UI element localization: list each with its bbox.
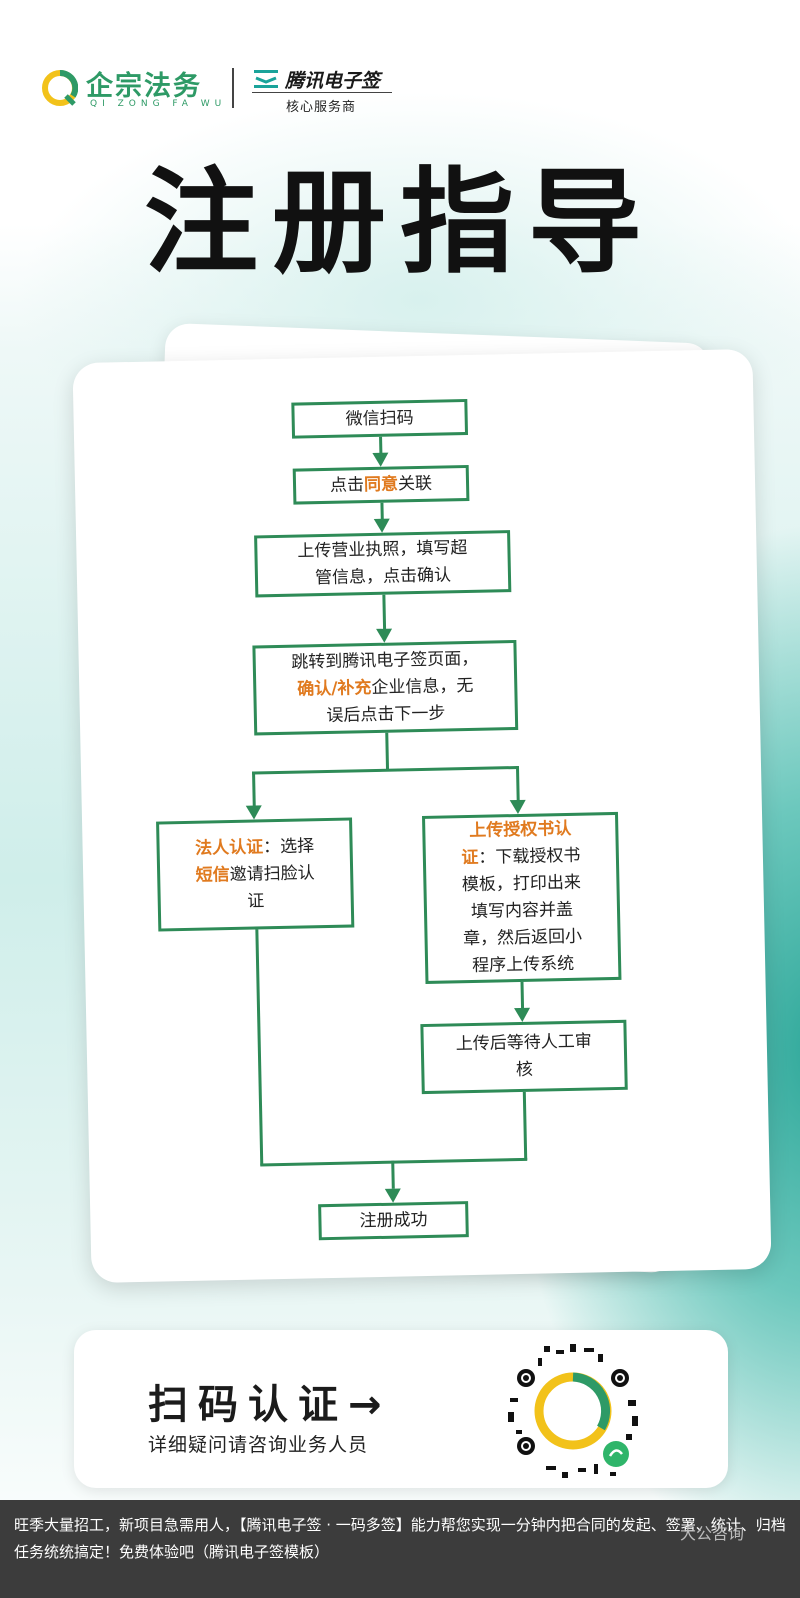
connector-line bbox=[252, 771, 256, 808]
scan-title: 扫码认证→ bbox=[148, 1382, 392, 1428]
scan-subtitle: 详细疑问请咨询业务人员 bbox=[148, 1434, 369, 1456]
step-upload-authorization: 上传授权书认 证：下载授权书 模板，打印出来 填写内容并盖 章，然后返回小 程序… bbox=[422, 811, 622, 984]
connector-arrow bbox=[384, 1188, 402, 1203]
step-agree-text: 点击 bbox=[329, 474, 365, 496]
connector-arrow bbox=[245, 805, 263, 820]
step-legal-person-auth: 法人认证：选择 短信邀请扫脸认 证 bbox=[156, 817, 355, 932]
step-register-success: 注册成功 bbox=[318, 1201, 469, 1241]
auth-letter-highlight: 上传授权书认 bbox=[469, 818, 572, 842]
step-agree-link: 点击同意关联 bbox=[292, 464, 470, 505]
step-jump-line2: 企业信息，无 bbox=[371, 675, 474, 698]
legal-auth-highlight: 法人认证 bbox=[194, 836, 264, 859]
step-agree-highlight: 同意 bbox=[363, 473, 399, 495]
brand-pinyin: QI ZONG FA WU bbox=[90, 99, 227, 109]
legal-auth-line3: 证 bbox=[247, 890, 265, 912]
mini-program-qr-code-icon[interactable] bbox=[498, 1336, 648, 1486]
connector-arrow bbox=[376, 628, 393, 643]
step-jump-highlight: 确认/补充 bbox=[296, 677, 372, 700]
review-line1: 上传后等待人工审 bbox=[455, 1031, 592, 1055]
auth-letter-line3: 模板，打印出来 bbox=[461, 872, 582, 896]
connector-line bbox=[382, 594, 387, 631]
connector-arrow bbox=[509, 799, 526, 815]
review-line2: 核 bbox=[515, 1059, 534, 1081]
step-manual-review: 上传后等待人工审 核 bbox=[420, 1019, 628, 1095]
connector-arrow bbox=[373, 518, 391, 533]
connector-line bbox=[515, 765, 520, 803]
tencent-esign-icon bbox=[254, 70, 278, 88]
step-jump-line1: 跳转到腾讯电子签页面， bbox=[291, 648, 479, 673]
connector-line bbox=[520, 981, 525, 1010]
qizong-logo-icon bbox=[42, 70, 78, 106]
auth-letter-line2: ：下载授权书 bbox=[478, 845, 581, 868]
step-jump-tencent: 跳转到腾讯电子签页面， 确认/补充企业信息，无 误后点击下一步 bbox=[252, 639, 519, 736]
auth-letter-highlight2: 证 bbox=[461, 847, 479, 869]
flowchart-card: 微信扫码 点击同意关联 上传营业执照，填写超 管信息，点击确认 跳转到腾讯电子签… bbox=[72, 348, 772, 1284]
step-upload-line1: 上传营业执照，填写超 bbox=[297, 537, 468, 562]
legal-auth-line1: ：选择 bbox=[262, 835, 315, 857]
page-title: 注册指导 bbox=[143, 156, 656, 289]
header-divider bbox=[232, 68, 234, 108]
connector-line bbox=[385, 732, 390, 771]
legal-sms-highlight: 短信 bbox=[195, 864, 230, 886]
auth-letter-line6: 程序上传系统 bbox=[471, 953, 575, 976]
footer-line2: 任务统统搞定！免费体验吧（腾讯电子签模板） bbox=[14, 1543, 330, 1561]
connector-arrow bbox=[372, 452, 389, 467]
legal-auth-line2: 邀请扫脸认 bbox=[229, 862, 315, 885]
partner-subtitle: 核心服务商 bbox=[286, 100, 357, 115]
connector-line bbox=[255, 929, 264, 1166]
partner-underline bbox=[252, 92, 392, 93]
step-jump-line3: 误后点击下一步 bbox=[326, 702, 446, 726]
step-wechat-scan-label: 微信扫码 bbox=[345, 407, 414, 430]
connector-line bbox=[522, 1091, 528, 1160]
watermark: 大公咨询 bbox=[680, 1524, 745, 1543]
brand-name: 企宗法务 bbox=[86, 71, 202, 102]
footer-line1: 旺季大量招工，新项目急需用人，【腾讯电子签 · 一码多签】能力帮您实现一分钟内把… bbox=[14, 1516, 786, 1534]
connector-arrow bbox=[514, 1007, 531, 1023]
auth-letter-line4: 填写内容并盖 bbox=[470, 899, 574, 922]
step-upload-line2: 管信息，点击确认 bbox=[314, 565, 452, 589]
register-success-label: 注册成功 bbox=[359, 1209, 428, 1231]
auth-letter-line5: 章，然后返回小 bbox=[462, 926, 583, 950]
partner-name: 腾讯电子签 bbox=[285, 70, 381, 92]
footer-bar: 旺季大量招工，新项目急需用人，【腾讯电子签 · 一码多签】能力帮您实现一分钟内把… bbox=[0, 1500, 800, 1598]
step-wechat-scan: 微信扫码 bbox=[291, 398, 469, 439]
connector-line bbox=[391, 1160, 395, 1189]
step-upload-license: 上传营业执照，填写超 管信息，点击确认 bbox=[254, 530, 512, 598]
step-agree-text-post: 关联 bbox=[397, 473, 433, 494]
